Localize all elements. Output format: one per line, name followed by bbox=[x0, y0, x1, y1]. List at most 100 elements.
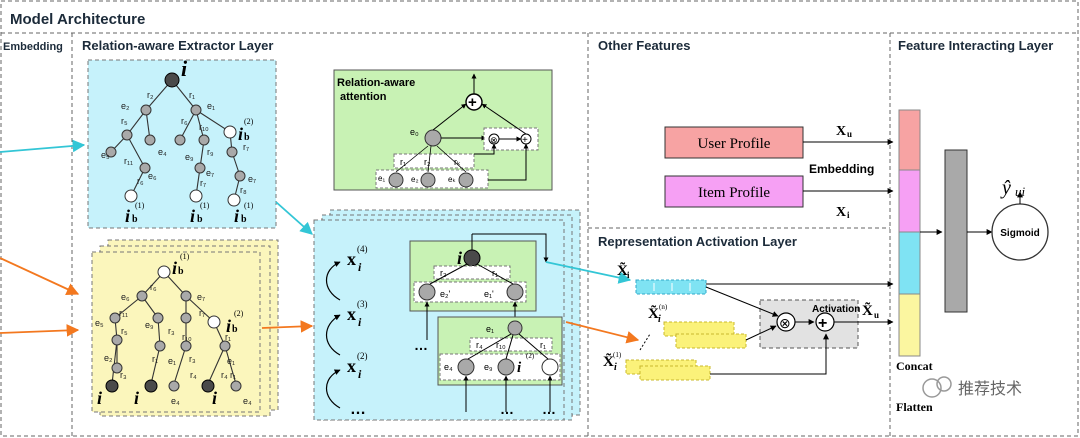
svg-text:e₄: e₄ bbox=[444, 362, 453, 372]
svg-text:i: i bbox=[457, 248, 462, 268]
svg-text:(1): (1) bbox=[613, 351, 622, 359]
svg-text:e₁: e₁ bbox=[378, 174, 385, 183]
svg-text:e₂: e₂ bbox=[411, 175, 419, 184]
orange-to-activation-arrow bbox=[261, 320, 314, 333]
svg-text:b: b bbox=[197, 214, 203, 225]
item-profile-box: Item Profile bbox=[664, 175, 804, 208]
embedding-label: Embedding bbox=[809, 162, 874, 176]
svg-text:X: X bbox=[836, 205, 846, 220]
svg-text:e₂: e₂ bbox=[104, 353, 113, 363]
svg-text:r₆: r₆ bbox=[150, 282, 157, 292]
svg-text:r₉: r₉ bbox=[207, 147, 214, 157]
xib-n-vector bbox=[663, 321, 747, 349]
hidden-layer bbox=[944, 149, 968, 313]
svg-text:e₁: e₁ bbox=[168, 356, 176, 366]
svg-text:r₁: r₁ bbox=[230, 370, 236, 380]
svg-text:eₖ: eₖ bbox=[448, 175, 456, 184]
svg-text:X̃: X̃ bbox=[603, 353, 614, 370]
svg-text:x: x bbox=[347, 304, 356, 324]
svg-text:x: x bbox=[347, 249, 356, 269]
svg-text:r₁₀: r₁₀ bbox=[496, 340, 506, 350]
svg-text:r₁: r₁ bbox=[152, 354, 158, 364]
svg-text:i: i bbox=[358, 260, 362, 274]
svg-text:Relation-aware: Relation-aware bbox=[337, 77, 415, 89]
svg-text:e₉: e₉ bbox=[185, 152, 194, 162]
svg-text:i: i bbox=[212, 388, 217, 408]
svg-text:Activation: Activation bbox=[812, 304, 860, 315]
svg-text:推荐技术: 推荐技术 bbox=[958, 380, 1022, 398]
upper-leaf3: i bbox=[234, 206, 239, 226]
svg-text:r₁: r₁ bbox=[225, 332, 231, 342]
svg-text:i: i bbox=[614, 362, 617, 373]
svg-text:User Profile: User Profile bbox=[698, 136, 771, 152]
svg-text:e₁: e₁ bbox=[207, 101, 215, 111]
svg-text:i: i bbox=[627, 270, 630, 280]
svg-text:b: b bbox=[241, 214, 247, 225]
svg-text:(2): (2) bbox=[234, 309, 244, 318]
svg-text:i: i bbox=[847, 210, 850, 220]
svg-text:r₁₀: r₁₀ bbox=[199, 122, 209, 132]
cyan-to-activation-arrow bbox=[275, 201, 313, 235]
lower-right-ib: i bbox=[226, 316, 231, 336]
svg-text:(1): (1) bbox=[180, 252, 190, 261]
svg-text:e₅: e₅ bbox=[95, 318, 104, 328]
svg-text:r₅: r₅ bbox=[121, 116, 128, 126]
svg-text:r₁₁: r₁₁ bbox=[119, 308, 128, 318]
svg-text:i: i bbox=[658, 314, 661, 325]
svg-text:Item Profile: Item Profile bbox=[698, 185, 770, 201]
svg-text:r₁: r₁ bbox=[540, 340, 546, 350]
lower-top-ib: i bbox=[172, 258, 177, 278]
svg-text:+: + bbox=[818, 315, 827, 332]
upper-leaf2: i bbox=[190, 206, 195, 226]
xib-1-vector bbox=[625, 359, 711, 381]
svg-text:e₆: e₆ bbox=[121, 292, 130, 302]
svg-text:e₂': e₂' bbox=[440, 289, 450, 299]
upper-root-i: i bbox=[181, 56, 188, 81]
recursive-aggregation-box: x (4) i x (3) i x (2) i … i r₂ r₁ e₂' e₁… bbox=[313, 209, 581, 421]
svg-text:…: … bbox=[350, 401, 366, 418]
svg-text:(1): (1) bbox=[135, 201, 145, 210]
svg-text:x: x bbox=[347, 356, 356, 376]
upper-leaf1: i bbox=[125, 206, 130, 226]
svg-text:(2): (2) bbox=[526, 352, 535, 360]
orange-to-xib-arrow bbox=[565, 321, 640, 344]
svg-text:…: … bbox=[542, 401, 556, 417]
svg-text:X̃: X̃ bbox=[648, 305, 659, 322]
section-feature-interacting: Feature Interacting Layer bbox=[898, 38, 1053, 53]
svg-text:e₅: e₅ bbox=[101, 150, 110, 160]
svg-text:r₂: r₂ bbox=[440, 268, 447, 278]
svg-text:i: i bbox=[134, 388, 139, 408]
svg-text:r₃: r₃ bbox=[189, 354, 196, 364]
svg-text:e₁: e₁ bbox=[486, 324, 494, 334]
svg-text:(4): (4) bbox=[357, 244, 368, 254]
svg-text:e₉: e₉ bbox=[484, 362, 493, 372]
svg-text:e₂: e₂ bbox=[121, 101, 130, 111]
svg-text:(1): (1) bbox=[200, 201, 210, 210]
svg-text:r₁₁: r₁₁ bbox=[124, 156, 133, 166]
svg-text:r₂: r₂ bbox=[424, 157, 431, 167]
svg-text:b: b bbox=[132, 214, 138, 225]
svg-text:e₄: e₄ bbox=[171, 396, 180, 406]
svg-text:r₂: r₂ bbox=[147, 90, 154, 100]
svg-text:attention: attention bbox=[340, 91, 387, 103]
svg-text:⊗: ⊗ bbox=[779, 315, 791, 331]
svg-text:Sigmoid: Sigmoid bbox=[1000, 228, 1039, 239]
svg-text:r₄: r₄ bbox=[476, 340, 483, 350]
xi-vector bbox=[635, 279, 707, 295]
svg-text:rₖ: rₖ bbox=[454, 157, 461, 167]
svg-text:ui: ui bbox=[1015, 184, 1026, 199]
svg-text:i: i bbox=[97, 388, 102, 408]
svg-text:…: … bbox=[414, 337, 428, 353]
svg-text:r₄: r₄ bbox=[190, 370, 197, 380]
svg-text:(2): (2) bbox=[244, 117, 254, 126]
svg-text:+: + bbox=[468, 94, 477, 111]
svg-text:e₇: e₇ bbox=[248, 174, 256, 184]
svg-text:b: b bbox=[244, 132, 250, 143]
svg-text:r₈: r₈ bbox=[240, 185, 247, 195]
output-y-hat: ŷ bbox=[1000, 177, 1011, 199]
svg-text:(3): (3) bbox=[357, 299, 368, 309]
